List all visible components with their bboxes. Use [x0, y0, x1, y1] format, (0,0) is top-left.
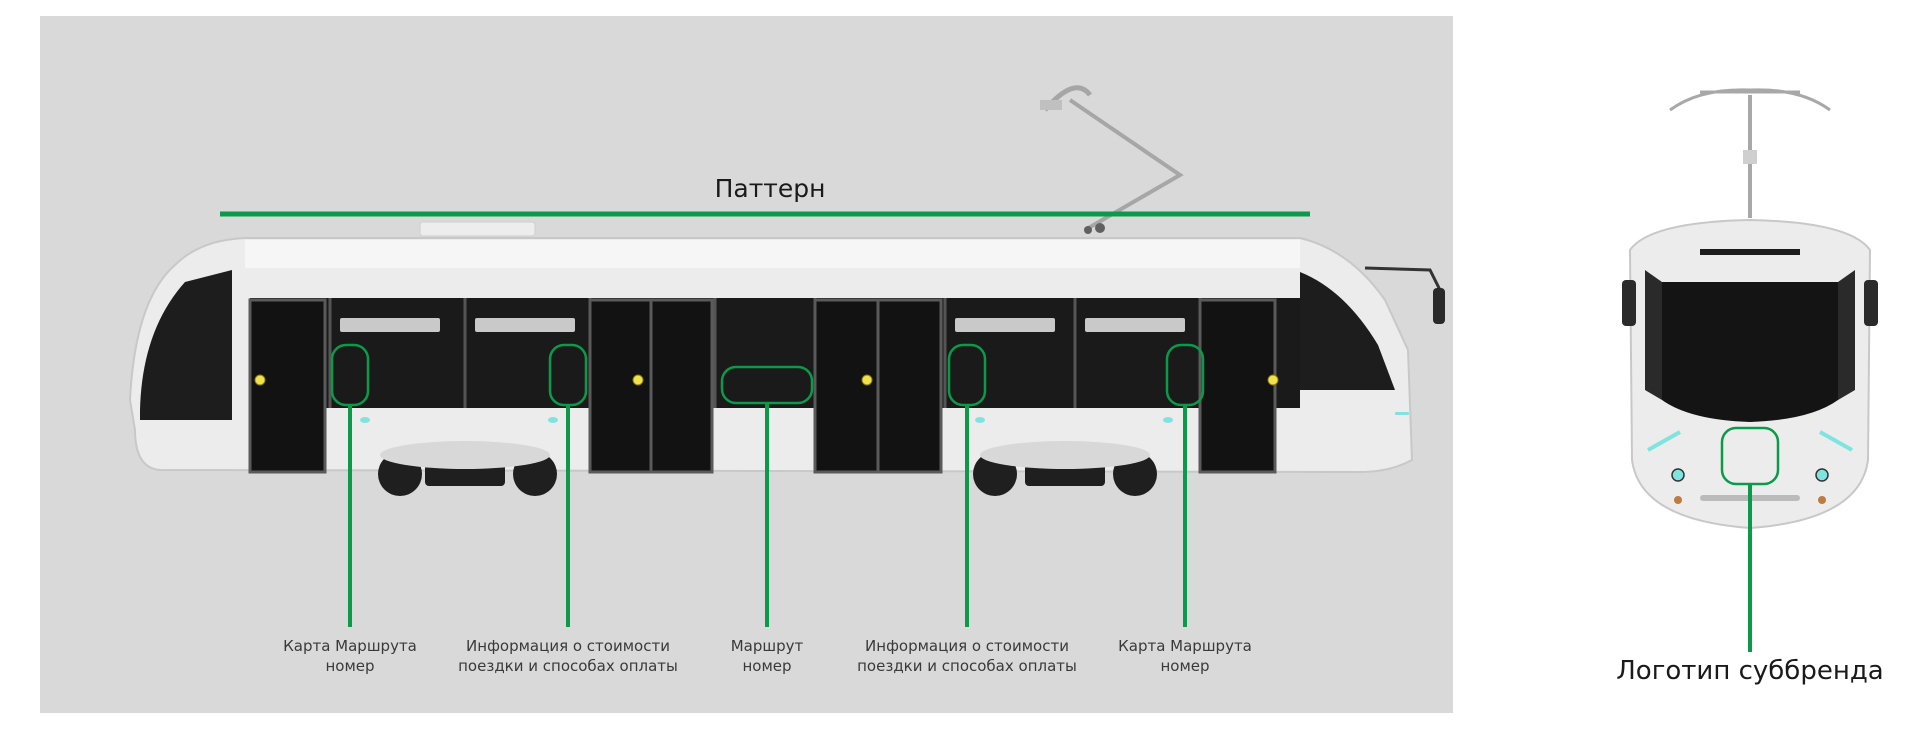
- callout-label-route-map-2: Карта Маршрута номер: [1118, 637, 1252, 675]
- callout-label-fare-info-2: Информация о стоимости поездки и способа…: [857, 637, 1077, 675]
- callout-lines: [348, 403, 1187, 627]
- tram-side-view: [128, 85, 1445, 496]
- callout-label-fare-info-1: Информация о стоимости поездки и способа…: [458, 637, 678, 675]
- pattern-label: Паттерн: [714, 174, 826, 203]
- callout-label-route-number: Маршрут номер: [730, 637, 804, 675]
- tram-front-view: [1622, 88, 1878, 530]
- callout-label-route-map-1: Карта Маршрута номер: [283, 637, 417, 675]
- subbrand-logo-label: Логотип суббренда: [1616, 656, 1884, 686]
